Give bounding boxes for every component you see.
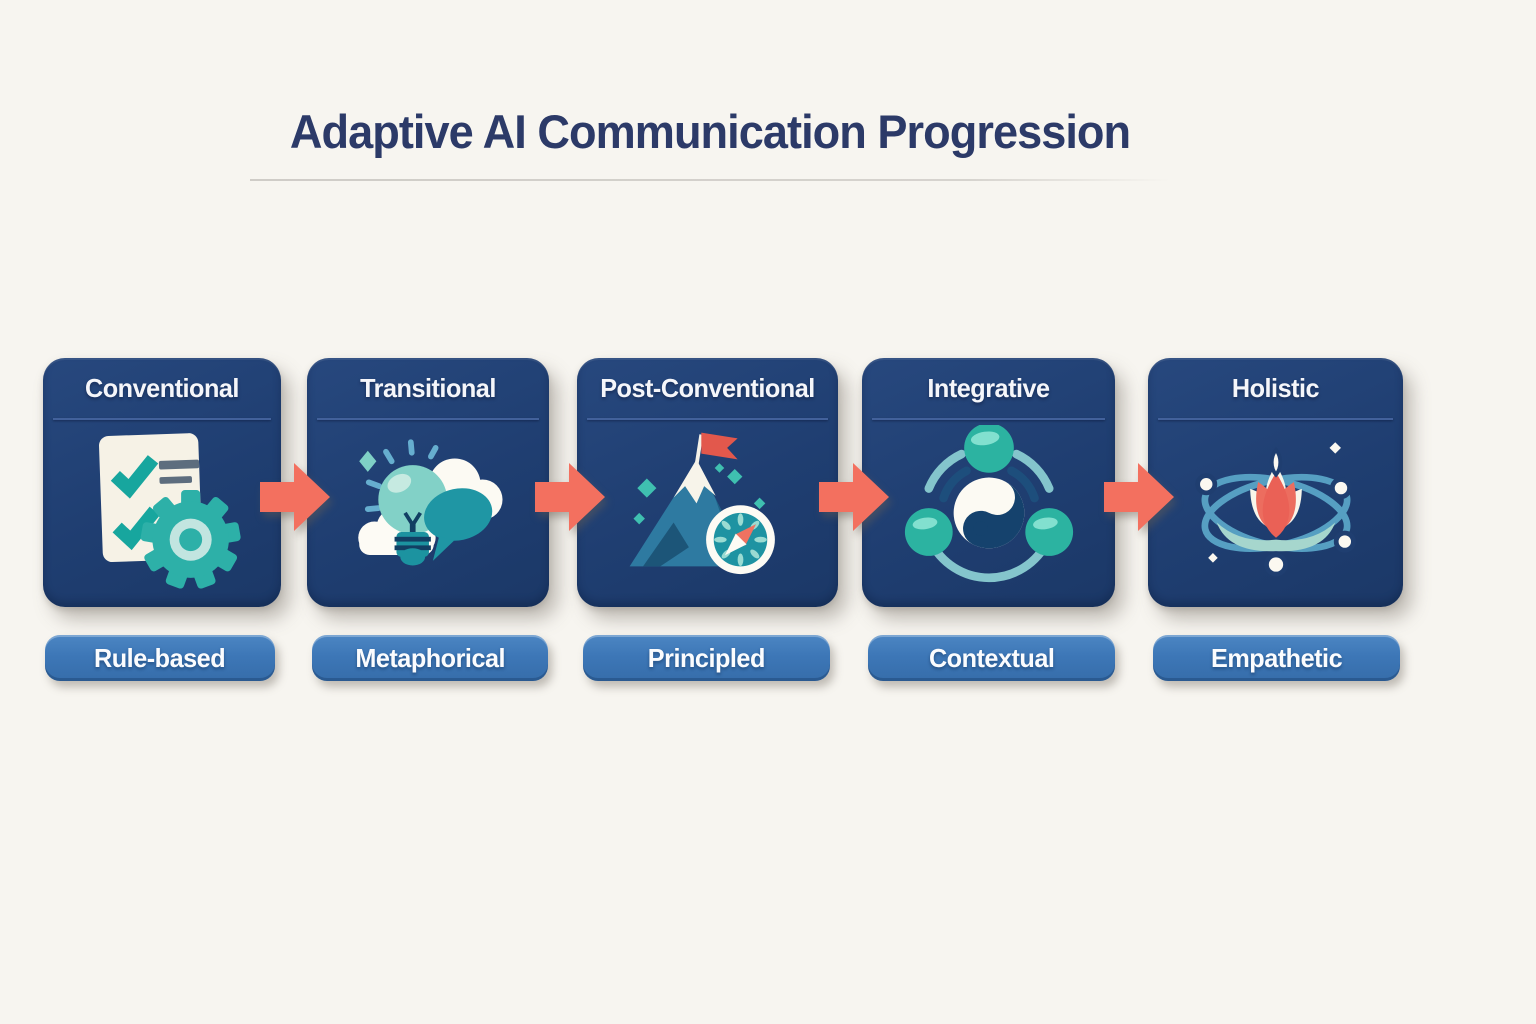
stage-card-title: Integrative — [927, 372, 1050, 403]
stage-card-title: Transitional — [360, 372, 496, 403]
stage-card-title: Post-Conventional — [600, 372, 815, 403]
flow-arrow-icon — [260, 463, 330, 531]
checklist-gear-icon — [99, 432, 241, 589]
card-divider — [587, 418, 828, 420]
stage-label: Principled — [647, 642, 766, 673]
stage-label-pill: Principled — [583, 635, 830, 681]
stage-card-title: Holistic — [1231, 372, 1320, 403]
stage-label: Rule-based — [94, 642, 226, 673]
stage-card-integrative: Integrative — [862, 358, 1115, 607]
stage-label: Empathetic — [1210, 642, 1343, 673]
stage-card-holistic: Holistic — [1148, 358, 1403, 607]
card-divider — [53, 418, 271, 420]
stage-card-title: Conventional — [85, 372, 239, 403]
flow-arrow-icon — [819, 463, 889, 531]
card-divider — [872, 418, 1105, 420]
stage-label-pill: Rule-based — [45, 635, 275, 681]
stage-label-pill: Metaphorical — [312, 635, 548, 681]
flow-arrow-icon — [1104, 463, 1174, 531]
page-title: Adaptive AI Communication Progression — [289, 105, 1131, 158]
yin-yang-balance-icon — [904, 424, 1073, 582]
stage-label-pill: Contextual — [868, 635, 1115, 681]
stage-card-transitional: Transitional — [307, 358, 549, 607]
stage-card-post-conventional: Post-Conventional — [577, 358, 838, 607]
flow-arrow-icon — [535, 463, 605, 531]
title-underline — [250, 179, 1170, 181]
stage-label-pill: Empathetic — [1153, 635, 1400, 681]
mountain-flag-compass-icon — [629, 432, 775, 574]
card-divider — [1158, 418, 1393, 420]
lotus-orbit-icon — [1194, 441, 1356, 576]
card-divider — [317, 418, 539, 420]
stage-label: Metaphorical — [355, 642, 505, 673]
lightbulb-cloud-speech-icon — [358, 438, 503, 565]
stage-card-conventional: Conventional — [43, 358, 281, 607]
stage-label: Contextual — [928, 642, 1055, 673]
